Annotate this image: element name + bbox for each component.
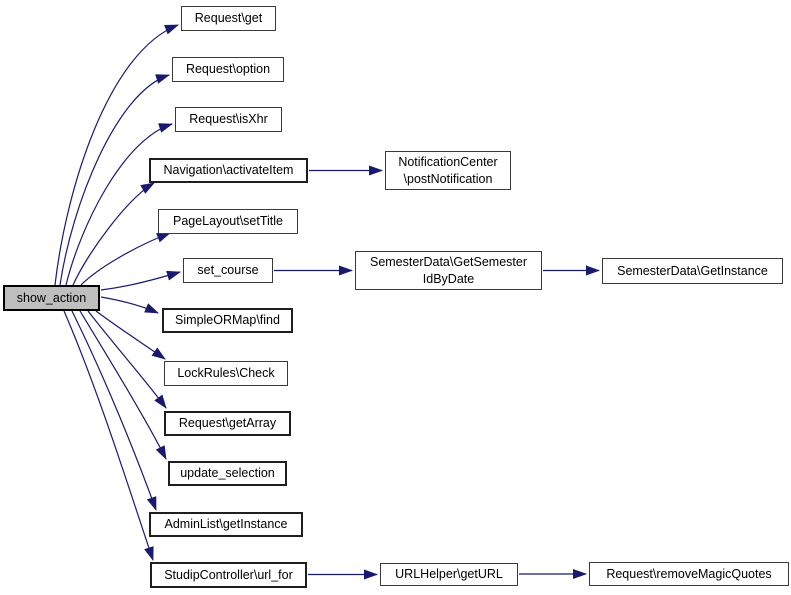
node-request-removemagicquotes[interactable]: Request\removeMagicQuotes — [589, 562, 789, 586]
node-request-get-label: Request\get — [194, 11, 263, 26]
node-request-removemagicquotes-label: Request\removeMagicQuotes — [606, 566, 772, 581]
node-show-action-label: show_action — [16, 290, 87, 305]
node-adminlist-getinstance-label: AdminList\getInstance — [164, 517, 288, 532]
node-urlhelper-geturl[interactable]: URLHelper\getURL — [380, 563, 518, 586]
node-notificationcenter-postnotification[interactable]: NotificationCenter \postNotification — [385, 151, 511, 190]
node-studipcontroller-url-for[interactable]: StudipController\url_for — [150, 562, 307, 588]
edge-show-action-to-request-option — [59, 74, 170, 286]
node-lockrules-check-label: LockRules\Check — [177, 366, 275, 381]
node-pagelayout-settitle-label: PageLayout\setTitle — [172, 214, 284, 229]
edge-show-action-to-request-isxhr — [65, 123, 173, 286]
node-semesterdata-getinstance-label: SemesterData\GetInstance — [617, 263, 768, 278]
node-navigation-activateitem[interactable]: Navigation\activateItem — [149, 158, 308, 183]
edge-show-action-to-request-get — [54, 24, 179, 286]
node-request-option-label: Request\option — [185, 62, 271, 77]
node-request-get[interactable]: Request\get — [181, 6, 276, 31]
node-update-selection-label: update_selection — [180, 466, 275, 481]
node-notificationcenter-postnotification-label: NotificationCenter \postNotification — [398, 155, 498, 186]
node-urlhelper-geturl-label: URLHelper\getURL — [395, 567, 503, 582]
node-semesterdata-getsemesteridbydate-label: SemesterData\GetSemester IdByDate — [369, 255, 527, 286]
edge-show-action-to-lockrules-check — [95, 310, 166, 360]
node-show-action: show_action — [3, 285, 100, 311]
node-adminlist-getinstance[interactable]: AdminList\getInstance — [149, 512, 303, 537]
node-set-course-label: set_course — [197, 263, 259, 278]
node-request-getarray[interactable]: Request\getArray — [164, 411, 291, 436]
node-request-isxhr-label: Request\isXhr — [189, 112, 268, 127]
edge-show-action-to-request-getarray — [87, 310, 167, 409]
node-set-course[interactable]: set_course — [183, 258, 273, 283]
node-semesterdata-getinstance[interactable]: SemesterData\GetInstance — [602, 258, 783, 284]
node-update-selection[interactable]: update_selection — [168, 461, 287, 486]
node-semesterdata-getsemesteridbydate[interactable]: SemesterData\GetSemester IdByDate — [355, 251, 542, 290]
node-simpleormap-find[interactable]: SimpleORMap\find — [162, 308, 293, 333]
edge-show-action-to-set-course — [100, 270, 181, 291]
edge-show-action-to-simpleormap-find — [100, 296, 159, 314]
node-navigation-activateitem-label: Navigation\activateItem — [163, 163, 294, 178]
node-pagelayout-settitle[interactable]: PageLayout\setTitle — [158, 209, 298, 234]
edge-show-action-to-adminlist-getinstance — [71, 310, 157, 511]
node-request-getarray-label: Request\getArray — [178, 416, 277, 431]
edge-show-action-to-navigation-activateitem — [72, 182, 155, 286]
edge-show-action-to-studipcontroller-url-for — [63, 310, 154, 561]
node-studipcontroller-url-for-label: StudipController\url_for — [164, 567, 293, 582]
edge-show-action-to-pagelayout-settitle — [80, 232, 171, 286]
node-simpleormap-find-label: SimpleORMap\find — [175, 313, 280, 328]
node-request-option[interactable]: Request\option — [172, 57, 284, 82]
edge-show-action-to-update-selection — [79, 310, 167, 460]
node-request-isxhr[interactable]: Request\isXhr — [175, 107, 282, 132]
node-lockrules-check[interactable]: LockRules\Check — [164, 361, 288, 386]
